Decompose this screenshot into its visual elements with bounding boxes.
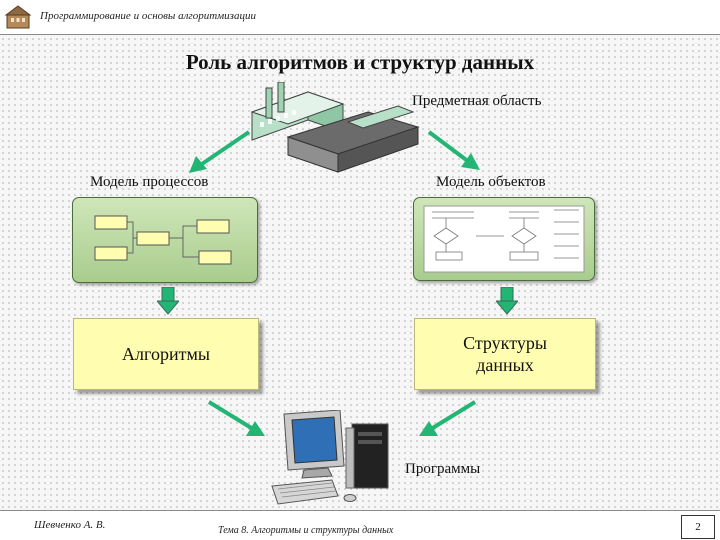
header-bar: Программирование и основы алгоритмизации: [0, 0, 720, 35]
page-number: 2: [681, 515, 715, 539]
computer-icon: [271, 410, 389, 505]
factory-icon: [250, 82, 420, 173]
header-title: Программирование и основы алгоритмизации: [40, 10, 256, 22]
process-model-label: Модель процессов: [90, 174, 209, 190]
arrow-to-computer-right-icon: [419, 400, 477, 436]
arrow-to-object-model-icon: [427, 130, 480, 170]
arrow-to-process-model-icon: [189, 130, 251, 173]
algorithms-label: Алгоритмы: [122, 343, 210, 364]
algorithms-box: Алгоритмы: [73, 318, 259, 390]
footer-topic: Тема 8. Алгоритмы и структуры данных: [218, 525, 394, 536]
building-logo-icon: [4, 5, 32, 29]
object-model-label: Модель объектов: [436, 174, 546, 190]
arrow-down-right-icon: [496, 287, 518, 315]
data-structures-box: Структуры данных: [414, 318, 596, 390]
object-model-diagram: [413, 197, 595, 281]
arrow-to-computer-left-icon: [207, 400, 265, 436]
footer-bar: Шевченко А. В. Тема 8. Алгоритмы и струк…: [0, 510, 720, 540]
arrow-down-left-icon: [157, 287, 179, 315]
data-structures-label: Структуры данных: [463, 332, 547, 376]
process-model-diagram: [72, 197, 258, 283]
footer-author: Шевченко А. В.: [34, 519, 106, 531]
slide-title: Роль алгоритмов и структур данных: [185, 50, 535, 74]
programs-label: Программы: [405, 461, 481, 477]
subject-area-label: Предметная область: [412, 93, 542, 109]
object-flow-diagram: [423, 205, 585, 273]
process-flow-diagram: [94, 215, 232, 265]
